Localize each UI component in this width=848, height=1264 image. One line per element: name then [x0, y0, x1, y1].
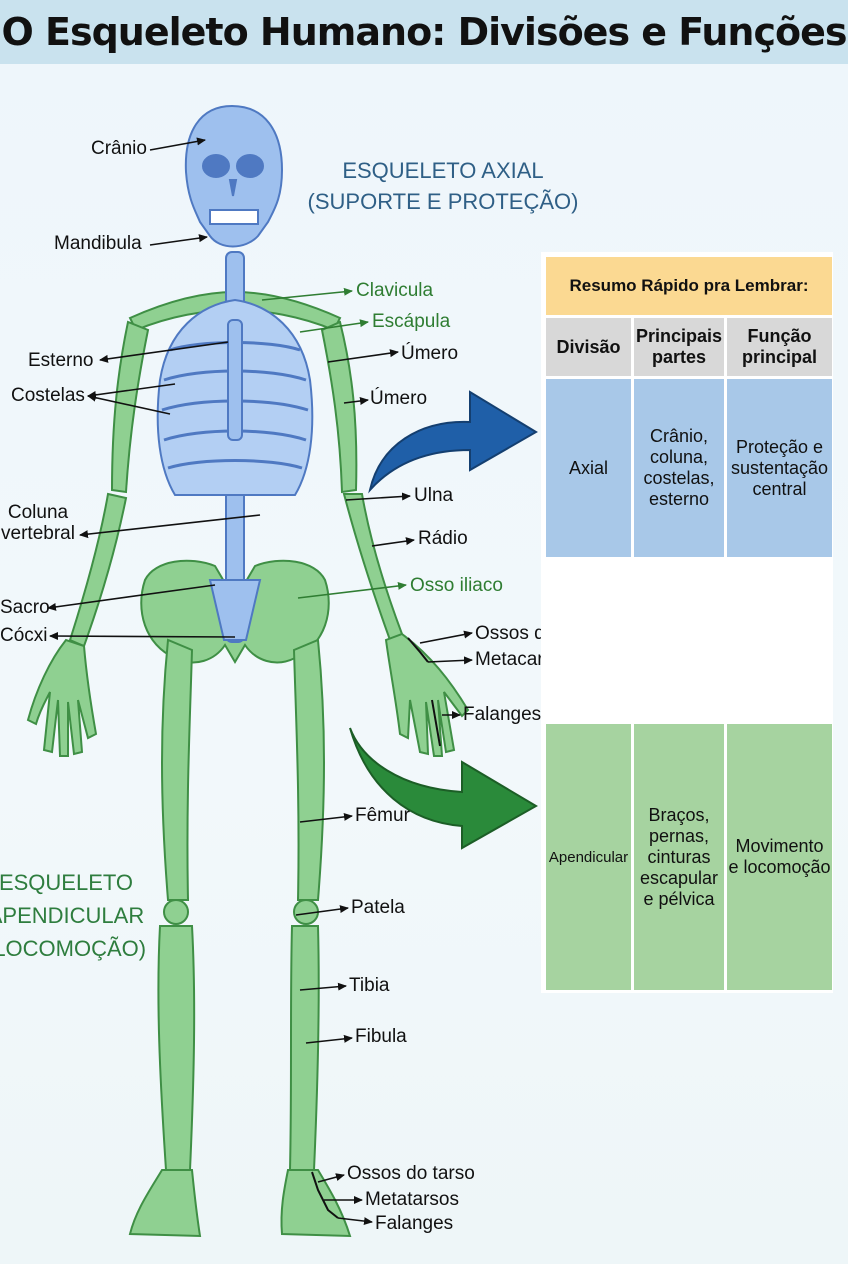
- axial-partes-line3: costelas,: [643, 468, 715, 488]
- right-humerus: [320, 320, 358, 494]
- apend-title-line2: APENDICULAR: [0, 903, 145, 928]
- right-femur: [292, 638, 325, 901]
- left-foot: [128, 1169, 202, 1238]
- label-femur: Fêmur: [355, 805, 410, 826]
- label-fibula: Fibula: [355, 1026, 407, 1047]
- empty-cell-3: [727, 560, 832, 720]
- apend-partes-line2: pernas,: [648, 825, 710, 846]
- apend-partes-line1: Braços,: [648, 804, 710, 825]
- apend-partes-line5: e pélvica: [643, 888, 715, 909]
- label-umero-1: Úmero: [401, 343, 459, 364]
- appendicular-big-arrow: [349, 727, 538, 850]
- apend-title-line3: (LOCOMOÇÃO): [0, 936, 147, 961]
- title-bar: O Esqueleto Humano: Divisões e Funções: [0, 0, 848, 64]
- apend-title-line1: ESQUELETO: [0, 870, 134, 895]
- axial-section-title: ESQUELETO AXIAL (SUPORTE E PROTEÇÃO): [300, 155, 586, 217]
- header-divisao: Divisão: [546, 318, 631, 376]
- axial-funcao-line1: Proteção e: [735, 436, 824, 457]
- pointer-lines: [47, 137, 473, 1226]
- label-coccix: Cócxi: [0, 625, 48, 646]
- apend-funcao-line2: e locomoção: [728, 857, 831, 877]
- skeleton-diagram: [26, 104, 538, 1238]
- coluna-line1: Coluna: [7, 502, 69, 523]
- header-principais-partes: Principais partes: [634, 318, 724, 376]
- label-cranio: Crânio: [91, 138, 147, 159]
- label-radio: Rádio: [418, 528, 468, 549]
- header-funcao-principal: Função principal: [727, 318, 832, 376]
- apend-funcao-line1: Movimento: [735, 836, 824, 856]
- left-lower-leg: [157, 925, 196, 1171]
- header-funcao-line2: principal: [741, 347, 817, 367]
- label-sacro: Sacro: [0, 597, 50, 618]
- left-patela: [163, 899, 189, 925]
- right-foot: [280, 1169, 352, 1238]
- axial-title-line1: ESQUELETO AXIAL: [342, 158, 544, 183]
- coluna-line2: vertebral: [1, 522, 75, 544]
- empty-cell-1: [546, 560, 631, 720]
- right-hand: [384, 632, 470, 757]
- axial-divisao-cell: Axial: [546, 379, 631, 557]
- header-partes-line1: Principais: [635, 326, 723, 346]
- right-lower-leg: [288, 925, 320, 1171]
- apendicular-partes-cell: Braços, pernas, cinturas escapular e pél…: [634, 724, 724, 990]
- apend-partes-line4: escapular: [639, 867, 719, 888]
- appendicular-section-title: ESQUELETO APENDICULAR (LOCOMOÇÃO): [0, 866, 146, 965]
- apendicular-divisao-cell: Apendicular: [546, 724, 631, 990]
- label-falanges-mao: Falanges: [463, 704, 542, 725]
- left-hand: [26, 638, 98, 757]
- right-forearm: [342, 493, 404, 642]
- axial-partes-line4: esterno: [648, 489, 710, 509]
- apendicular-funcao-cell: Movimento e locomoção: [727, 724, 832, 990]
- axial-skeleton: [156, 104, 314, 643]
- axial-partes-cell: Crânio, coluna, costelas, esterno: [634, 379, 724, 557]
- label-umero-2: Úmero: [370, 388, 428, 409]
- header-partes-line2: partes: [651, 347, 707, 367]
- summary-table: Resumo Rápido pra Lembrar: Divisão Princ…: [541, 252, 833, 993]
- left-humerus: [110, 320, 150, 494]
- skull: [184, 104, 284, 248]
- left-femur: [161, 638, 194, 901]
- axial-big-arrow: [368, 390, 538, 494]
- label-ossos-tarso: Ossos do tarso: [347, 1163, 475, 1184]
- axial-partes-line2: coluna,: [649, 447, 709, 467]
- sacrum: [208, 579, 262, 641]
- label-patela: Patela: [351, 897, 405, 918]
- empty-cell-2: [634, 560, 724, 720]
- axial-funcao-line2: sustentação: [730, 457, 829, 478]
- label-falanges-pe: Falanges: [375, 1213, 454, 1234]
- label-mandibula: Mandibula: [54, 233, 142, 254]
- pointer-lines-green: [261, 287, 407, 599]
- label-costelas: Costelas: [11, 385, 85, 406]
- label-osso-iliaco: Osso iliaco: [410, 575, 503, 596]
- left-forearm: [68, 492, 128, 648]
- label-escapula: Escápula: [372, 311, 451, 332]
- label-esterno: Esterno: [28, 350, 94, 371]
- label-clavicula: Clavicula: [356, 280, 434, 301]
- label-metatarsos: Metatarsos: [365, 1189, 459, 1210]
- axial-partes-line1: Crânio,: [649, 426, 709, 446]
- apend-partes-line3: cinturas: [647, 846, 711, 867]
- axial-funcao-cell: Proteção e sustentação central: [727, 379, 832, 557]
- header-funcao-line1: Função: [747, 326, 812, 346]
- label-ulna: Ulna: [414, 485, 454, 506]
- summary-title: Resumo Rápido pra Lembrar:: [546, 257, 832, 315]
- label-tibia: Tibia: [349, 975, 390, 996]
- sternum: [227, 319, 243, 441]
- axial-title-line2: (SUPORTE E PROTEÇÃO): [307, 189, 579, 214]
- axial-funcao-line3: central: [752, 478, 807, 499]
- brackets: [311, 637, 441, 1219]
- label-coluna-vertebral: Coluna vertebral: [0, 502, 76, 545]
- page-title: O Esqueleto Humano: Divisões e Funções: [1, 10, 847, 54]
